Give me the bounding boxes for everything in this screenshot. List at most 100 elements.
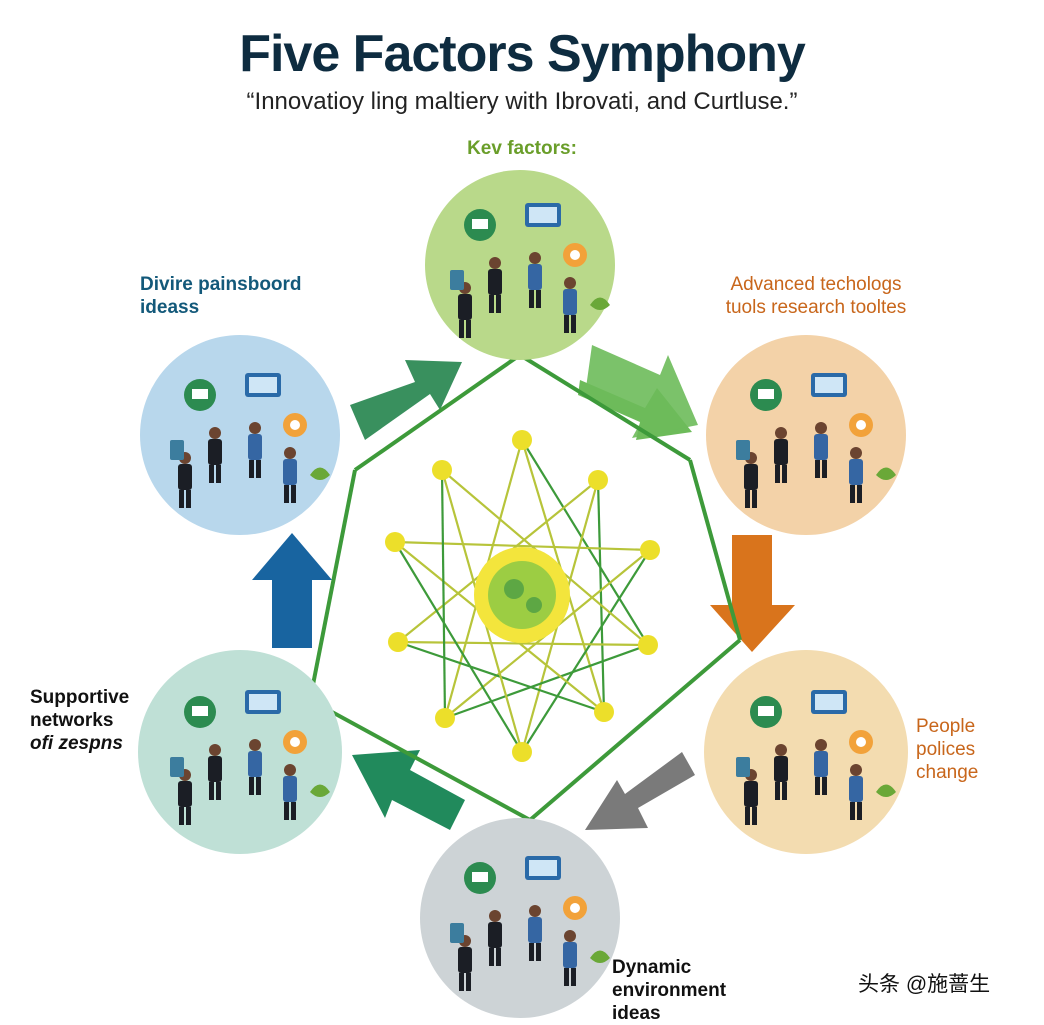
person-leg [857,485,862,503]
person-leg [745,490,750,508]
gear-center [570,250,580,260]
person-leg [489,295,494,313]
person-leg [775,465,780,483]
person-leg [529,943,534,961]
person-leg [496,295,501,313]
gear-center [856,420,866,430]
monitor-screen [249,694,277,710]
person-icon [209,427,221,439]
person-leg [216,465,221,483]
person-body [563,289,577,315]
person-body [208,439,222,465]
person-leg [496,948,501,966]
network-line [394,541,523,753]
person-leg [186,807,191,825]
network-node [432,460,452,480]
person-icon [564,930,576,942]
person-leg [179,807,184,825]
person-icon [209,744,221,756]
person-leg [459,973,464,991]
person-leg [249,460,254,478]
chat-bubble-glyph [192,706,208,716]
person-leg [850,485,855,503]
network-node [640,540,660,560]
person-leg [815,777,820,795]
tablet-icon [450,923,464,943]
factor-circle-bg [138,650,342,854]
person-body [488,922,502,948]
person-icon [249,739,261,751]
factor-circle-bg [704,650,908,854]
key-factors-label: Kev factors: [467,138,577,159]
person-leg [529,290,534,308]
gear-center [290,737,300,747]
person-body [774,756,788,782]
person-leg [256,777,261,795]
factor-circle-people [704,650,908,854]
monitor-screen [529,207,557,223]
leaf-icon [310,784,330,797]
tablet-icon [170,440,184,460]
chat-bubble-glyph [758,389,774,399]
person-leg [571,968,576,986]
network-line [521,549,651,753]
factor-label-dynamic: Dynamic environment ideas [612,957,727,1024]
monitor-screen [815,377,843,393]
person-leg [822,460,827,478]
person-leg [291,802,296,820]
network-line [440,469,447,719]
person-icon [489,257,501,269]
person-body [528,264,542,290]
page-subtitle: “Innovatioy ling maltiery with Ibrovati,… [246,88,798,115]
person-icon [815,739,827,751]
leaf-icon [310,467,330,480]
person-body [744,464,758,490]
person-leg [850,802,855,820]
person-icon [850,764,862,776]
person-leg [466,320,471,338]
chat-bubble-glyph [758,706,774,716]
person-icon [815,422,827,434]
factor-circle-dynamic [420,818,620,1018]
network-node [638,635,658,655]
person-leg [752,490,757,508]
person-body [774,439,788,465]
factor-circle-advanced [706,335,906,535]
factor-circles [138,170,908,1018]
person-leg [745,807,750,825]
person-leg [489,948,494,966]
arrow-down-left-gray [585,752,695,830]
leaf-icon [876,784,896,797]
network-node [512,430,532,450]
factor-circle-bg [420,818,620,1018]
network-node [512,742,532,762]
chat-bubble-glyph [472,219,488,229]
person-leg [857,802,862,820]
person-body [849,776,863,802]
person-leg [466,973,471,991]
person-body [248,751,262,777]
person-body [488,269,502,295]
globe-land [526,597,542,613]
arrow-up-blue [252,533,332,648]
person-leg [216,782,221,800]
person-leg [291,485,296,503]
person-icon [489,910,501,922]
factor-circle-bg [140,335,340,535]
person-leg [179,490,184,508]
person-leg [284,802,289,820]
factor-circle-top [425,170,615,360]
person-leg [571,315,576,333]
person-icon [249,422,261,434]
chat-bubble-glyph [472,872,488,882]
person-icon [564,277,576,289]
tablet-icon [170,757,184,777]
person-leg [256,460,261,478]
factor-circle-diverse [140,335,340,535]
network-web [385,430,660,762]
network-line [521,439,649,646]
person-leg [775,782,780,800]
person-leg [186,490,191,508]
arrow-up-right [350,360,462,440]
network-node [435,708,455,728]
